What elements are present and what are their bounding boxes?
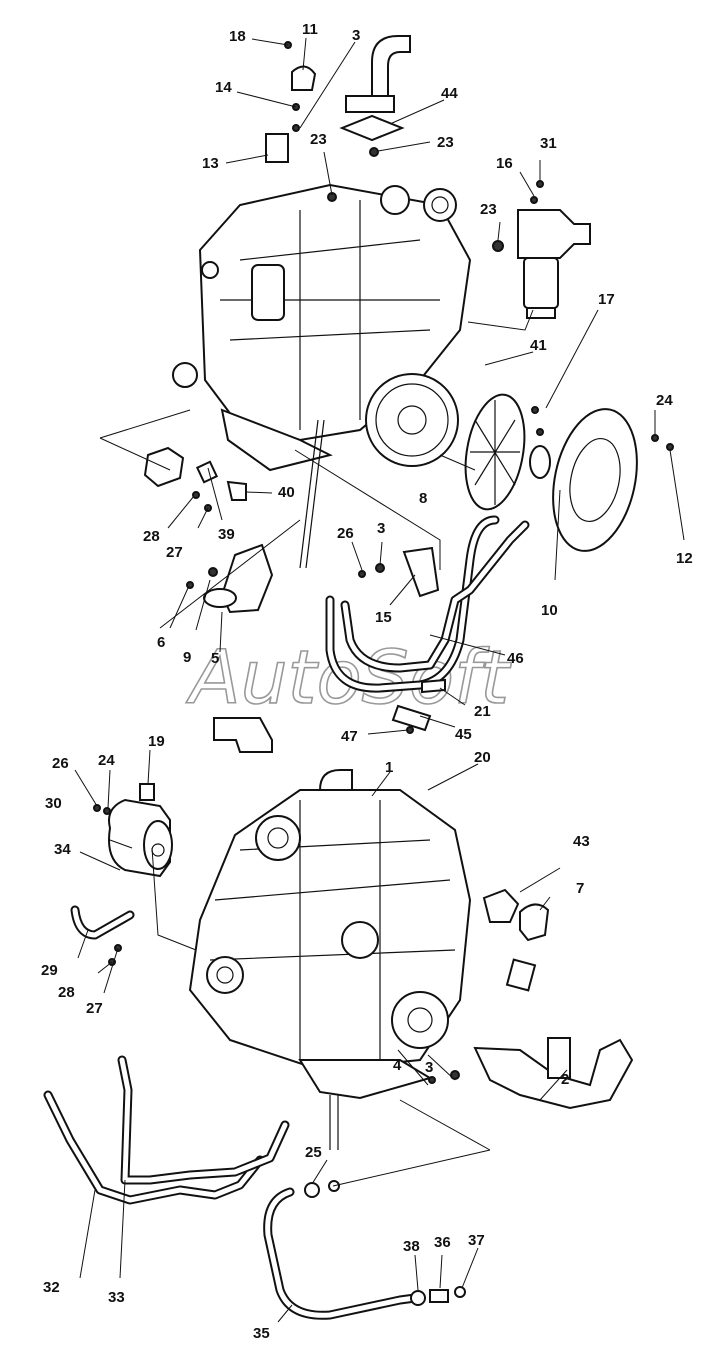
callout-31: 31 (540, 135, 557, 152)
callout-3: 3 (352, 27, 360, 44)
fuel-filter (492, 180, 591, 319)
callout-21: 21 (474, 703, 491, 720)
callout-28: 28 (58, 984, 75, 1001)
callout-1: 1 (385, 759, 393, 776)
engine-mount-2 (428, 1037, 634, 1110)
callout-30: 30 (45, 795, 62, 812)
callout-35: 35 (253, 1325, 270, 1342)
lower-hoses (43, 1055, 466, 1320)
callout-13: 13 (202, 155, 219, 172)
thermostat-group (482, 888, 550, 992)
callout-14: 14 (215, 79, 232, 96)
callout-39: 39 (218, 526, 235, 543)
callout-24: 24 (98, 752, 115, 769)
callout-28: 28 (143, 528, 160, 545)
callout-20: 20 (474, 749, 491, 766)
callout-12: 12 (676, 550, 693, 567)
callout-4: 4 (393, 1057, 402, 1074)
callout-29: 29 (41, 962, 58, 979)
bracket-15 (358, 546, 440, 598)
callout-19: 19 (148, 733, 165, 750)
callout-44: 44 (441, 85, 458, 102)
callout-2: 2 (561, 1071, 569, 1088)
callout-37: 37 (468, 1232, 485, 1249)
callout-6: 6 (157, 634, 165, 651)
callout-11: 11 (302, 21, 318, 38)
callout-8: 8 (419, 490, 427, 507)
flywheel-housing (464, 393, 674, 552)
callout-3: 3 (377, 520, 385, 537)
callout-27: 27 (86, 1000, 103, 1017)
pipe-29 (70, 905, 135, 966)
callout-16: 16 (496, 155, 513, 172)
callout-10: 10 (541, 602, 558, 619)
callout-26: 26 (52, 755, 69, 772)
callout-46: 46 (507, 650, 524, 667)
callout-36: 36 (434, 1234, 451, 1251)
callout-47: 47 (341, 728, 358, 745)
callout-7: 7 (576, 880, 584, 897)
callout-45: 45 (455, 726, 472, 743)
upper-engine-assembly (172, 35, 472, 472)
oil-sender-group (143, 446, 247, 512)
callout-5: 5 (211, 650, 219, 667)
callout-40: 40 (278, 484, 295, 501)
callout-23: 23 (480, 201, 497, 218)
dipstick-tube (299, 419, 319, 569)
callout-3: 3 (425, 1059, 433, 1076)
callout-43: 43 (573, 833, 590, 850)
upper-hoses (325, 515, 530, 694)
callout-17: 17 (598, 291, 615, 308)
callout-24: 24 (656, 392, 673, 409)
callout-27: 27 (166, 544, 183, 561)
callout-9: 9 (183, 649, 191, 666)
callout-23: 23 (310, 131, 327, 148)
callout-33: 33 (108, 1289, 125, 1306)
leader-lines (74, 37, 685, 1323)
callout-34: 34 (54, 841, 71, 858)
callout-38: 38 (403, 1238, 420, 1255)
lower-engine-assembly (188, 717, 472, 1150)
callout-23: 23 (437, 134, 454, 151)
callout-15: 15 (375, 609, 392, 626)
callout-labels: 18 11 3 14 44 23 23 13 31 16 23 17 41 24… (41, 21, 693, 1342)
callout-32: 32 (43, 1279, 60, 1296)
upper-brackets (265, 41, 405, 202)
bracket-45 (391, 704, 432, 732)
callout-25: 25 (305, 1144, 322, 1161)
starter-group (93, 783, 173, 878)
engine-mount-bracket (186, 543, 274, 614)
callout-18: 18 (229, 28, 246, 45)
callout-26: 26 (337, 525, 354, 542)
callout-41: 41 (530, 337, 547, 354)
